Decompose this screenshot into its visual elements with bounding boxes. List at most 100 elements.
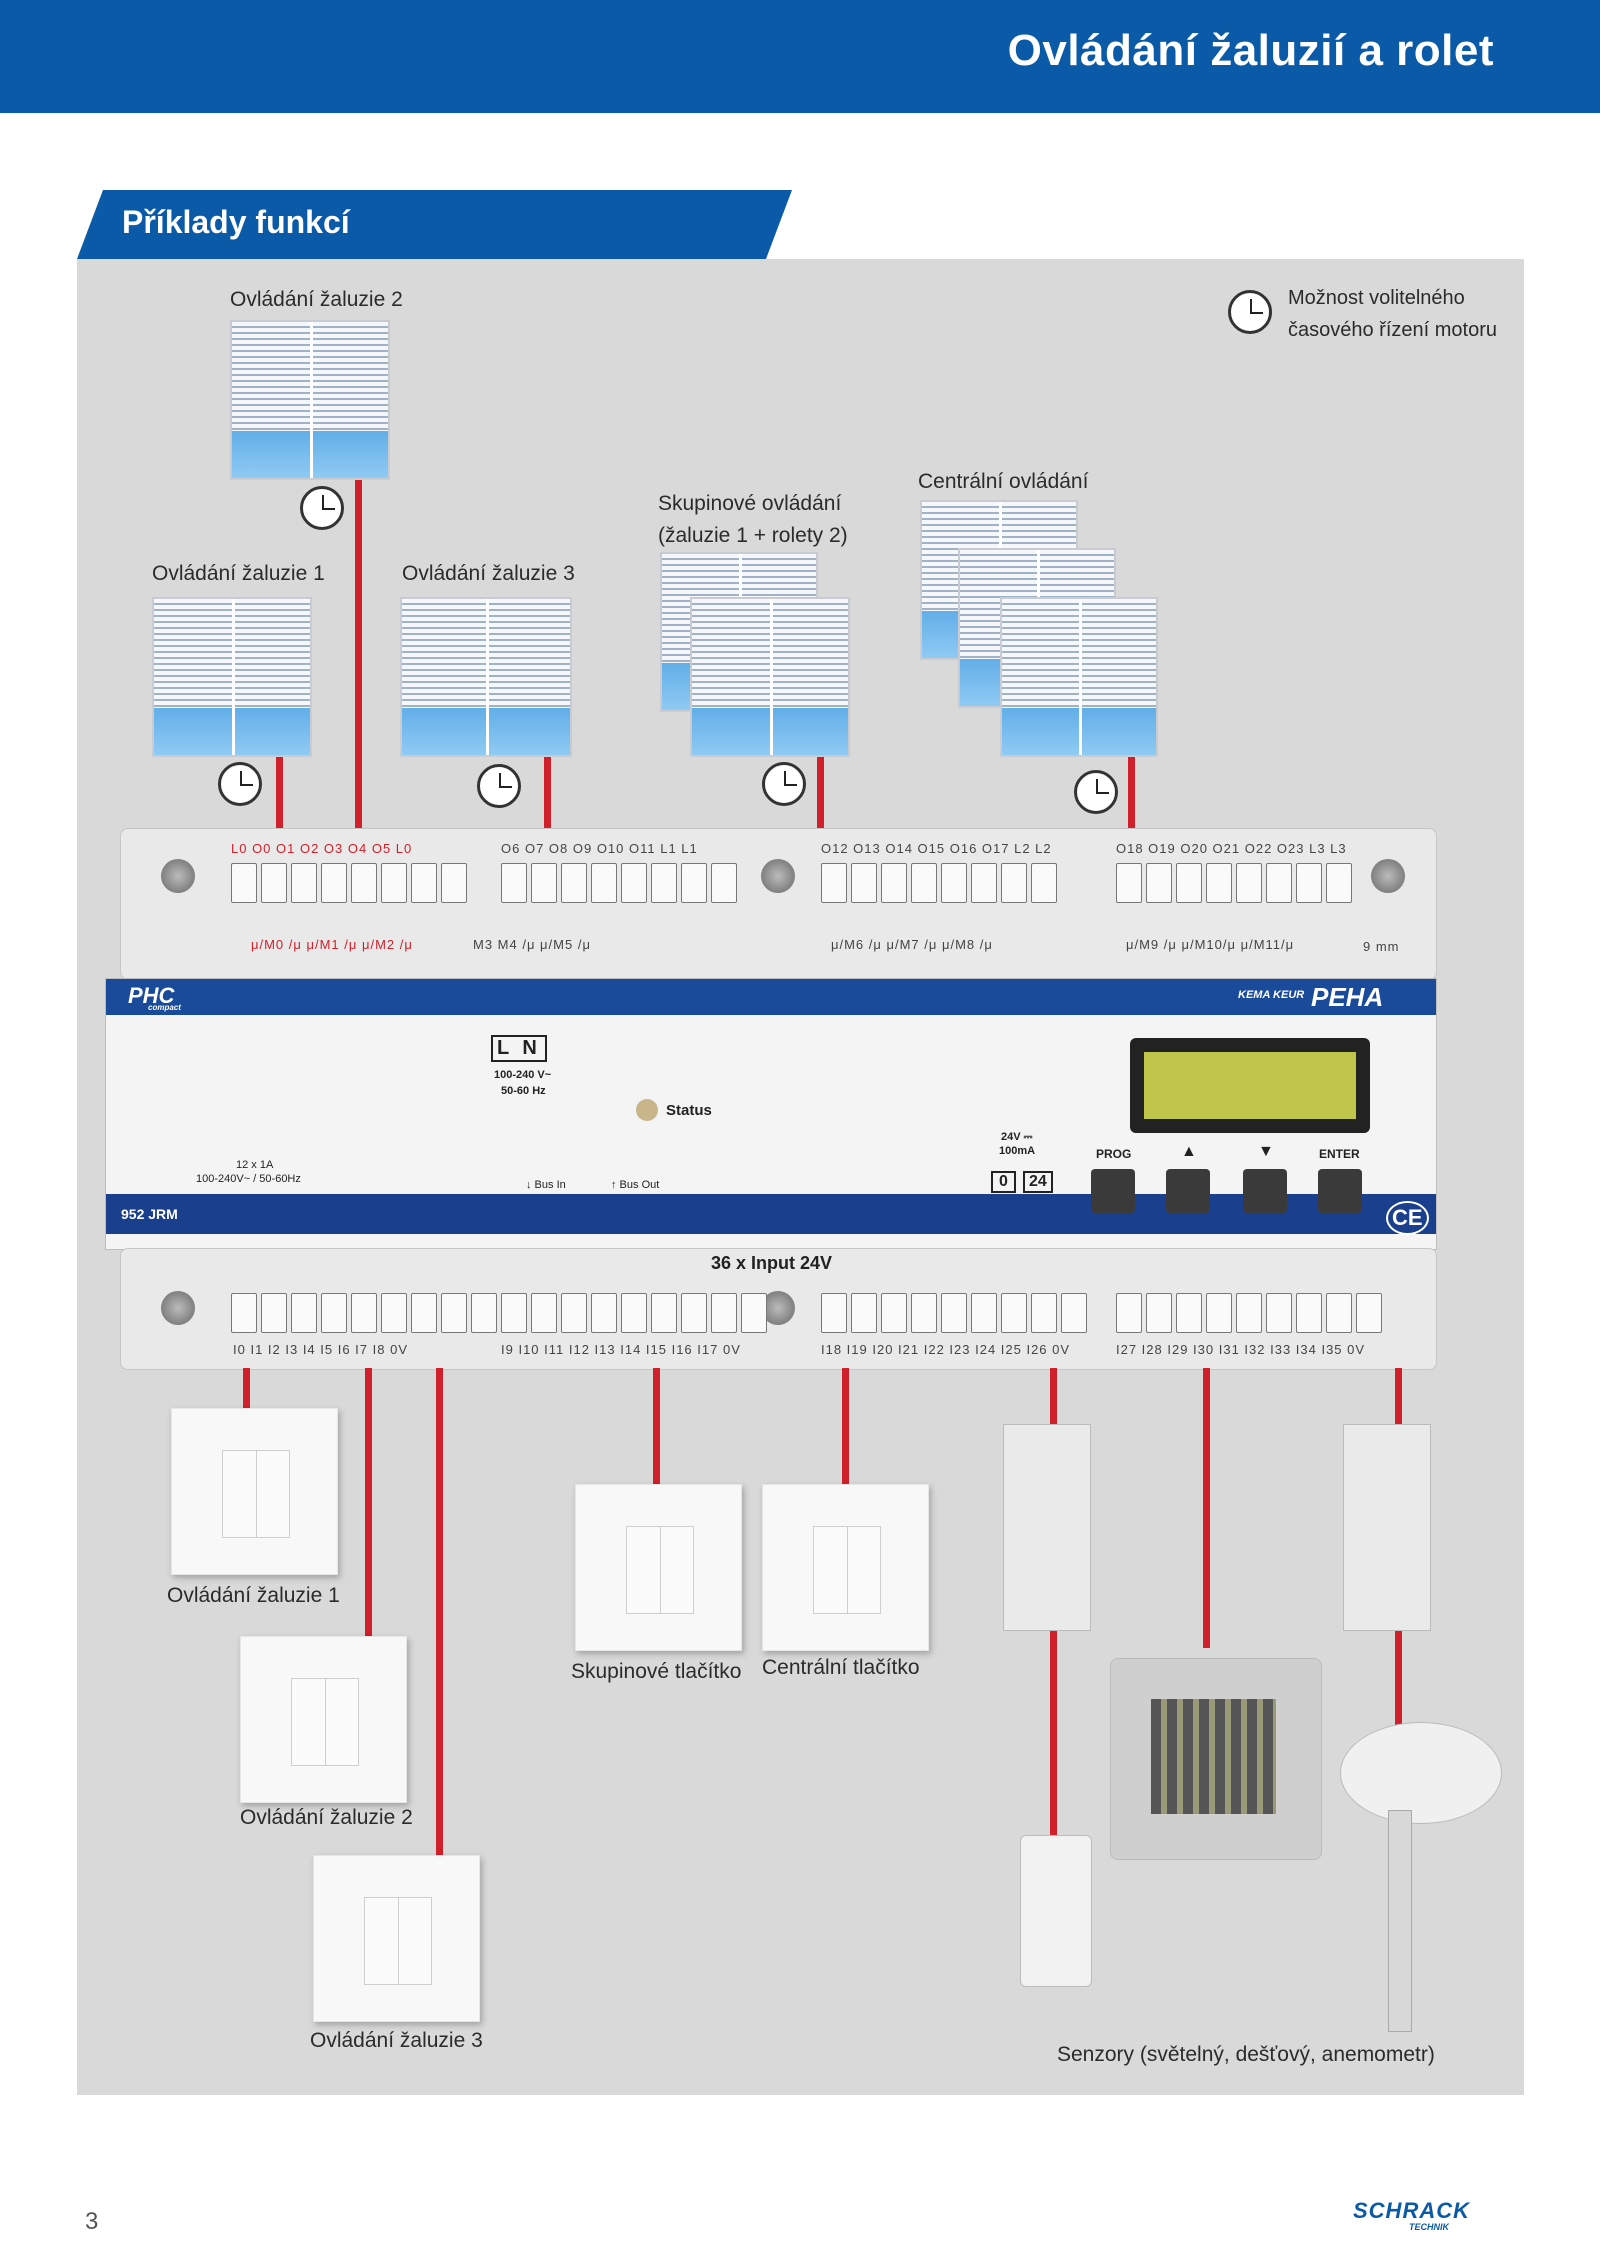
lcd-display: [1130, 1038, 1370, 1133]
logo-subtext: TECHNIK: [1409, 2222, 1449, 2232]
legend-text-2: časového řízení motoru: [1288, 319, 1497, 341]
rain-sensor-grid: [1151, 1699, 1276, 1814]
output-terminals-2: [501, 863, 737, 903]
input-terminals-4: [1116, 1293, 1382, 1333]
wire-switch-2: [365, 1368, 372, 1638]
input-labels-4: I27 I28 I29 I30 I31 I32 I33 I34 I35 0V: [1116, 1342, 1366, 1357]
phc-compact: compact: [148, 1003, 181, 1012]
blind-1: [152, 597, 312, 757]
motor-labels-3: μ/M6 /μ μ/M7 /μ μ/M8 /μ: [831, 937, 993, 952]
rain-sensor: [1110, 1658, 1322, 1860]
switch-2-label: Ovládání žaluzie 2: [240, 1806, 413, 1829]
clock-icon: [477, 764, 521, 808]
motor-labels-2: M3 M4 /μ μ/M5 /μ: [473, 937, 591, 952]
page-title: Ovládání žaluzií a rolet: [1007, 26, 1494, 75]
output-terminal-block: L0 O0 O1 O2 O3 O4 O5 L0 O6 O7 O8 O9 O10 …: [120, 828, 1437, 980]
central-button[interactable]: [762, 1484, 929, 1651]
wire-switch-3: [436, 1368, 443, 1858]
wire-rain-sensor: [1203, 1368, 1210, 1648]
blind-3-label: Ovládání žaluzie 3: [402, 562, 575, 585]
section-title: Příklady funkcí: [122, 204, 350, 240]
input-terminals-2: [501, 1293, 767, 1333]
motor-labels-1: μ/M0 /μ μ/M1 /μ μ/M2 /μ: [251, 937, 413, 952]
blind-3: [400, 597, 572, 757]
logo-text: SCHRACK: [1353, 2198, 1470, 2223]
prog-button[interactable]: [1091, 1169, 1135, 1213]
group-label-2: (žaluzie 1 + rolety 2): [658, 524, 848, 547]
switch-blind-1[interactable]: [171, 1408, 338, 1575]
anemometer-mast: [1388, 1810, 1412, 2032]
blind-1-label: Ovládání žaluzie 1: [152, 562, 325, 585]
wire-switch-1: [243, 1368, 250, 1408]
motor-rating-1: 12 x 1A: [236, 1159, 274, 1171]
sensors-label: Senzory (světelný, dešťový, anemometr): [1057, 2043, 1435, 2066]
wire-blind-2: [355, 480, 362, 830]
ln-terminal: L N: [491, 1035, 547, 1062]
central-button-label: Centrální tlačítko: [762, 1656, 920, 1679]
wind-sensor-module: [1343, 1424, 1431, 1631]
group-label-1: Skupinové ovládání: [658, 492, 842, 515]
voltage-line-2: 50-60 Hz: [501, 1085, 546, 1097]
input-labels-3: I18 I19 I20 I21 I22 I23 I24 I25 I26 0V: [821, 1342, 1071, 1357]
screw: [161, 1291, 195, 1325]
wire-central: [1128, 757, 1135, 830]
phc-controller: L0 O0 O1 O2 O3 O4 O5 L0 O6 O7 O8 O9 O10 …: [105, 828, 1437, 1370]
section-tab: Příklady funkcí: [77, 190, 792, 259]
output-labels-1: L0 O0 O1 O2 O3 O4 O5 L0: [231, 841, 413, 856]
output-labels-2: O6 O7 O8 O9 O10 O11 L1 L1: [501, 841, 698, 856]
input-title: 36 x Input 24V: [711, 1253, 833, 1273]
clock-icon: [1074, 770, 1118, 814]
input-labels-1: I0 I1 I2 I3 I4 I5 I6 I7 I8 0V: [233, 1342, 408, 1357]
output-terminals-3: [821, 863, 1057, 903]
wire-group-button: [653, 1368, 660, 1484]
light-sensor: [1020, 1835, 1092, 1987]
input-labels-2: I9 I10 I11 I12 I13 I14 I15 I16 I17 0V: [501, 1342, 741, 1357]
status-label: Status: [666, 1102, 712, 1119]
switch-3-label: Ovládání žaluzie 3: [310, 2029, 483, 2052]
down-button[interactable]: [1243, 1169, 1287, 1213]
light-sensor-module: [1003, 1424, 1091, 1631]
input-terminals-1: [231, 1293, 527, 1333]
group-button[interactable]: [575, 1484, 742, 1651]
screw: [1371, 859, 1405, 893]
wire-blind-3: [544, 757, 551, 830]
kema-mark: KEMA KEUR: [1238, 989, 1305, 1001]
terminal-0: 0: [991, 1171, 1016, 1193]
prog-label: PROG: [1096, 1147, 1132, 1161]
blind-2: [230, 320, 390, 480]
anemometer: [1340, 1722, 1502, 1824]
output-labels-4: O18 O19 O20 O21 O22 O23 L3 L3: [1116, 841, 1347, 856]
legend-text-1: Možnost volitelného: [1288, 287, 1465, 309]
enter-button[interactable]: [1318, 1169, 1362, 1213]
schrack-logo: SCHRACK TECHNIK: [1353, 2198, 1469, 2234]
screw: [761, 859, 795, 893]
central-blind-3: [1000, 597, 1158, 757]
motor-rating-2: 100-240V~ / 50-60Hz: [196, 1173, 301, 1185]
switch-blind-3[interactable]: [313, 1855, 480, 2022]
status-led: [636, 1099, 658, 1121]
header-bar: Ovládání žaluzií a rolet: [0, 0, 1600, 113]
output-terminals-4: [1116, 863, 1352, 903]
clock-icon: [300, 486, 344, 530]
supply-voltage: 24V ⎓: [1001, 1131, 1033, 1143]
peha-logo: PEHA: [1311, 982, 1384, 1012]
brand-strip: PHC compact KEMA KEUR PEHA: [106, 979, 1436, 1015]
enter-label: ENTER: [1319, 1147, 1360, 1161]
model-strip: 952 JRM: [106, 1194, 1436, 1234]
up-button[interactable]: [1166, 1169, 1210, 1213]
motor-labels-4: μ/M9 /μ μ/M10/μ μ/M11/μ: [1126, 937, 1295, 952]
clock-icon: [218, 762, 262, 806]
ce-mark: CE: [1386, 1201, 1429, 1235]
page-number: 3: [85, 2208, 99, 2235]
clock-icon: [1228, 290, 1272, 334]
group-button-label: Skupinové tlačítko: [571, 1660, 742, 1683]
phc-logo: PHC: [128, 983, 175, 1008]
switch-blind-2[interactable]: [240, 1636, 407, 1803]
wire-group: [817, 757, 824, 830]
blind-2-label: Ovládání žaluzie 2: [230, 288, 403, 311]
input-terminals-3: [821, 1293, 1087, 1333]
bus-in: ↓ Bus In: [526, 1179, 566, 1191]
voltage-line-1: 100-240 V~: [494, 1069, 552, 1081]
group-blind-front: [690, 597, 850, 757]
terminal-24: 24: [1023, 1171, 1053, 1193]
